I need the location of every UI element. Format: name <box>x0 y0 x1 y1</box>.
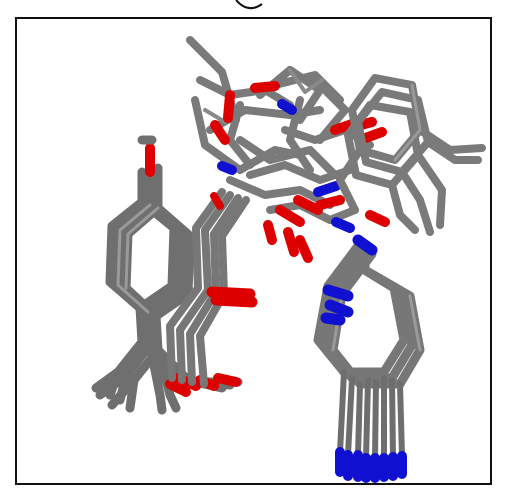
middle-chain-cluster <box>166 188 258 388</box>
pyridine-nitrile-cluster <box>313 234 425 483</box>
frame-cut-mark <box>235 0 263 10</box>
right-ring-cluster <box>336 74 486 236</box>
lower-left-stubs <box>91 367 139 410</box>
upper-tangle-cluster <box>186 36 390 263</box>
